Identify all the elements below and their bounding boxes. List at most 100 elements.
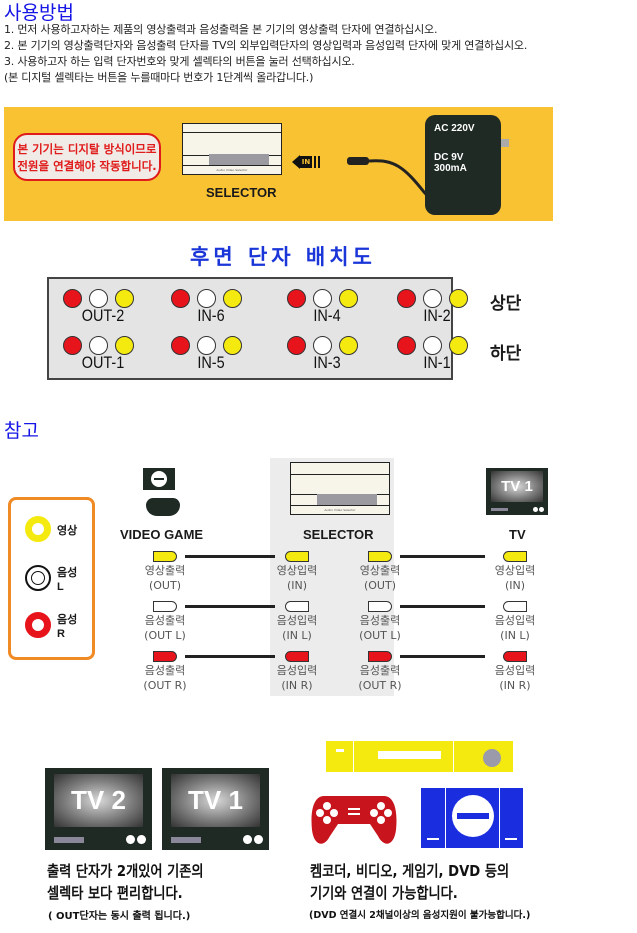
vcr-icon [326,741,513,772]
rca-jack [313,336,332,355]
jack-group-label: IN-5 [197,353,225,372]
plug-label: IN [300,156,312,168]
jack-group-label: OUT-1 [81,353,125,372]
connector-label: (OUT) [363,579,396,592]
legend-text: R [57,628,65,640]
rca-plug-icon [153,601,177,612]
rca-jack [89,289,108,308]
bottom-row-label: 하단 [490,344,522,363]
cable [400,655,485,658]
rca-plug-icon [368,551,392,562]
connector-label: 음성출력 [359,614,401,627]
tv-icon: TV 1 [486,468,548,515]
selector-label: SELECTOR [303,527,374,542]
connector-label: (OUT L) [359,629,401,642]
rca-plug-icon [368,651,392,662]
connector-label: 음성입력 [494,664,536,677]
connector-label: (OUT) [148,579,181,592]
feature-right-note: (DVD 연결시 2채널이상의 음성지원이 불가능합니다.) [309,910,531,921]
connector-label: (IN R) [499,679,531,692]
rca-jack [313,289,332,308]
rca-jack [397,336,416,355]
rca-jack [223,289,242,308]
connector-label: (IN L) [282,629,312,642]
adapter-ma: 300mA [434,163,467,174]
feature-line: 켐코더, 비디오, 게임기, DVD 등의 [310,862,510,880]
step-note: (본 디지털 셀렉타는 버튼을 누를때마다 번호가 1단계씩 올라갑니다.) [4,71,314,84]
cable [185,655,275,658]
rca-jack [449,336,468,355]
tv-screen-label: TV 1 [490,471,544,502]
connector-label: (IN R) [281,679,313,692]
rca-plug-icon [153,551,177,562]
red-gamepad-icon [311,796,397,844]
top-row-label: 상단 [490,294,522,313]
plug-arrow-icon: IN [292,155,326,169]
cable [400,605,485,608]
audio-l-jack-icon [25,565,51,591]
rca-jack [339,336,358,355]
cable [400,555,485,558]
game-console-icon [143,468,175,490]
connector-label: (OUT R) [358,679,402,692]
rca-jack [423,289,442,308]
legend-text: L [57,581,64,593]
connector-label: 음성출력 [144,614,186,627]
connector-label: 음성입력 [276,614,318,627]
connector-label: 영상입력 [276,564,318,577]
device-caption: Audio Video Selector [324,508,356,512]
connector-label: (IN) [504,579,526,592]
rca-jack [171,336,190,355]
rca-jack [197,289,216,308]
cable [185,555,275,558]
connector-label: 음성출력 [144,664,186,677]
rca-plug-icon [153,651,177,662]
connector-label: 영상입력 [494,564,536,577]
rca-jack [115,336,134,355]
tv-screen-label: TV 1 [170,773,261,828]
audio-r-jack-icon [25,612,51,638]
rca-jack [63,289,82,308]
connector-label: (IN L) [500,629,530,642]
rca-plug-icon [503,651,527,662]
step-2: 2. 본 기기의 영상출력단자와 음성출력 단자를 TV의 외부입력단자의 영상… [4,39,528,52]
blue-console-icon [421,788,523,848]
selector-device-icon: Audio Video Selector [290,462,390,515]
rca-jack [287,336,306,355]
jack-group-label: IN-1 [423,353,451,372]
jack-group-label: IN-6 [197,306,225,325]
reference-title: 참고 [4,420,39,442]
rca-jack [171,289,190,308]
tv-screen-label: TV 2 [53,773,144,828]
rca-plug-icon [503,601,527,612]
feature-line: 셀렉타 보다 편리합니다. [47,884,183,902]
connector-label: 음성입력 [276,664,318,677]
device-caption: Audio Video Selector [216,168,248,172]
tv1-icon: TV 1 [162,768,269,850]
rca-plug-icon [503,551,527,562]
connector-label: (OUT L) [144,629,186,642]
jack-group-label: IN-4 [313,306,341,325]
warning-line: 본 기기는 디지탈 방식이므로 [17,142,157,156]
feature-line: 출력 단자가 2개있어 기존의 [47,862,204,880]
adapter-ac: AC 220V [434,123,475,134]
rca-plug-icon [368,601,392,612]
legend-text: 음성 [57,567,78,579]
jack-group-label: OUT-2 [81,306,125,325]
rca-jack [339,289,358,308]
adapter-dc: DC 9V [434,152,464,163]
connector-label: 영상출력 [359,564,401,577]
rca-jack [89,336,108,355]
step-1: 1. 먼저 사용하고자하는 제품의 영상출력과 음성출력을 본 기기의 영상출력… [4,23,438,36]
rca-jack [115,289,134,308]
video-game-label: VIDEO GAME [120,527,204,542]
selector-label: SELECTOR [206,185,277,200]
rca-jack [397,289,416,308]
tv2-icon: TV 2 [45,768,152,850]
rear-layout-title: 후면 단자 배치도 [190,245,376,269]
feature-left-note: ( OUT단자는 동시 출력 됩니다.) [48,911,191,922]
rca-jack [63,336,82,355]
